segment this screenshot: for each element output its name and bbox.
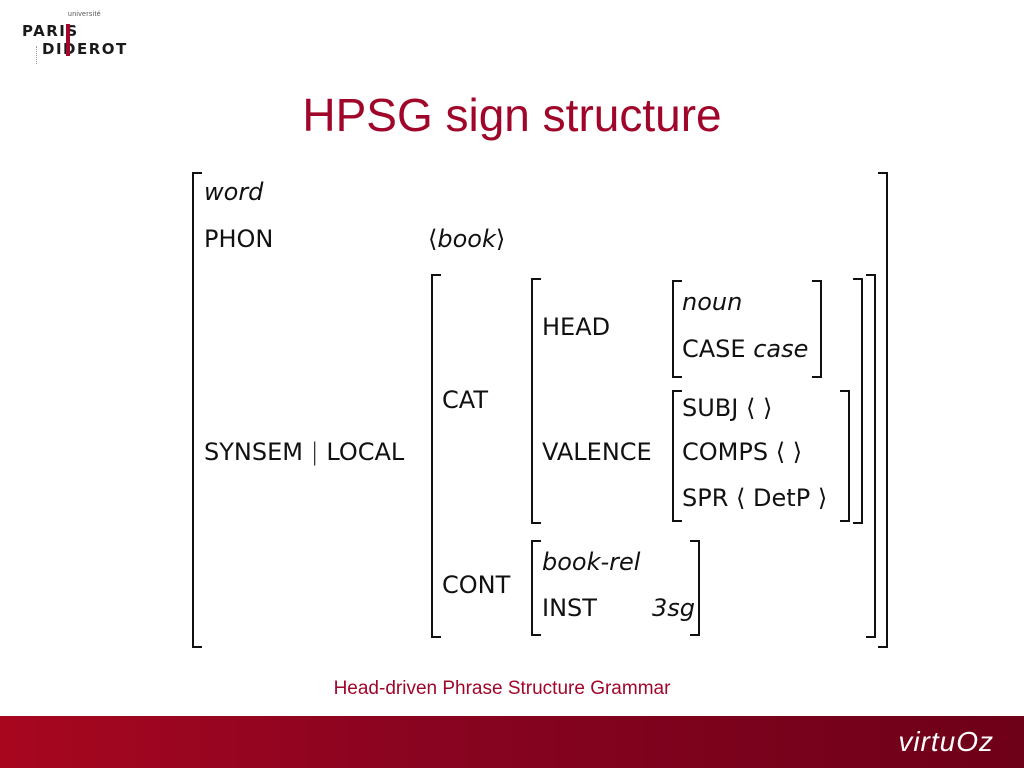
spr-feature: SPR ⟨ DetP ⟩: [682, 486, 827, 510]
logo-dotted-line: [36, 46, 41, 64]
valence-label: VALENCE: [542, 438, 652, 466]
slide-subtitle: Head-driven Phrase Structure Grammar: [333, 678, 671, 699]
head-bracket-right: [812, 280, 822, 378]
virtuoz-logo: virtuOz: [898, 726, 994, 757]
case-value: case: [753, 335, 809, 363]
empty-list-icon: ⟨ ⟩: [775, 438, 803, 466]
footer-bar: virtuOz: [0, 716, 1024, 768]
subj-feature: SUBJ ⟨ ⟩: [682, 396, 772, 420]
head-bracket-left: [672, 280, 682, 378]
cat-bracket-right: [853, 278, 863, 524]
empty-list-icon: ⟨ ⟩: [745, 394, 773, 422]
logo-university-text: université: [68, 11, 101, 18]
right-angle-icon: ⟩: [495, 225, 506, 253]
right-angle-icon: ⟩: [817, 484, 828, 512]
path-separator: |: [310, 438, 319, 466]
left-angle-icon: ⟨: [428, 225, 438, 253]
cat-label: CAT: [442, 386, 488, 414]
local-bracket-left: [431, 274, 441, 638]
comps-label: COMPS: [682, 438, 769, 466]
local-label: LOCAL: [326, 438, 405, 466]
avm-type-word: word: [204, 178, 264, 206]
outer-bracket-right: [878, 172, 888, 648]
logo-line-paris: PARIS: [22, 22, 79, 40]
university-logo: université PARIS DIDEROT: [18, 10, 138, 66]
cat-bracket-left: [531, 278, 541, 524]
phon-value: ⟨book⟩: [428, 225, 506, 253]
valence-bracket-left: [672, 390, 682, 522]
synsem-local-path: SYNSEM | LOCAL: [204, 440, 404, 464]
synsem-label: SYNSEM: [204, 438, 303, 466]
case-feature: CASE case: [682, 337, 808, 361]
subj-label: SUBJ: [682, 394, 739, 422]
cont-label: CONT: [442, 571, 511, 599]
inst-label: INST: [542, 594, 597, 622]
inst-value: 3sg: [652, 594, 696, 622]
left-angle-icon: ⟨: [736, 484, 746, 512]
spr-value: DetP: [753, 484, 811, 512]
outer-bracket-left: [192, 172, 202, 648]
slide-title: HPSG sign structure: [302, 89, 722, 141]
logo-line-diderot: DIDEROT: [42, 40, 128, 58]
cont-type-book-rel: book-rel: [542, 548, 641, 576]
head-type-noun: noun: [682, 288, 743, 316]
head-label: HEAD: [542, 313, 611, 341]
cont-bracket-right: [690, 540, 700, 636]
valence-bracket-right: [840, 390, 850, 522]
cont-bracket-left: [531, 540, 541, 636]
case-label: CASE: [682, 335, 746, 363]
comps-feature: COMPS ⟨ ⟩: [682, 440, 802, 464]
logo-accent-bar: [66, 24, 70, 56]
spr-label: SPR: [682, 484, 729, 512]
local-bracket-right: [866, 274, 876, 638]
phon-label: PHON: [204, 225, 274, 253]
